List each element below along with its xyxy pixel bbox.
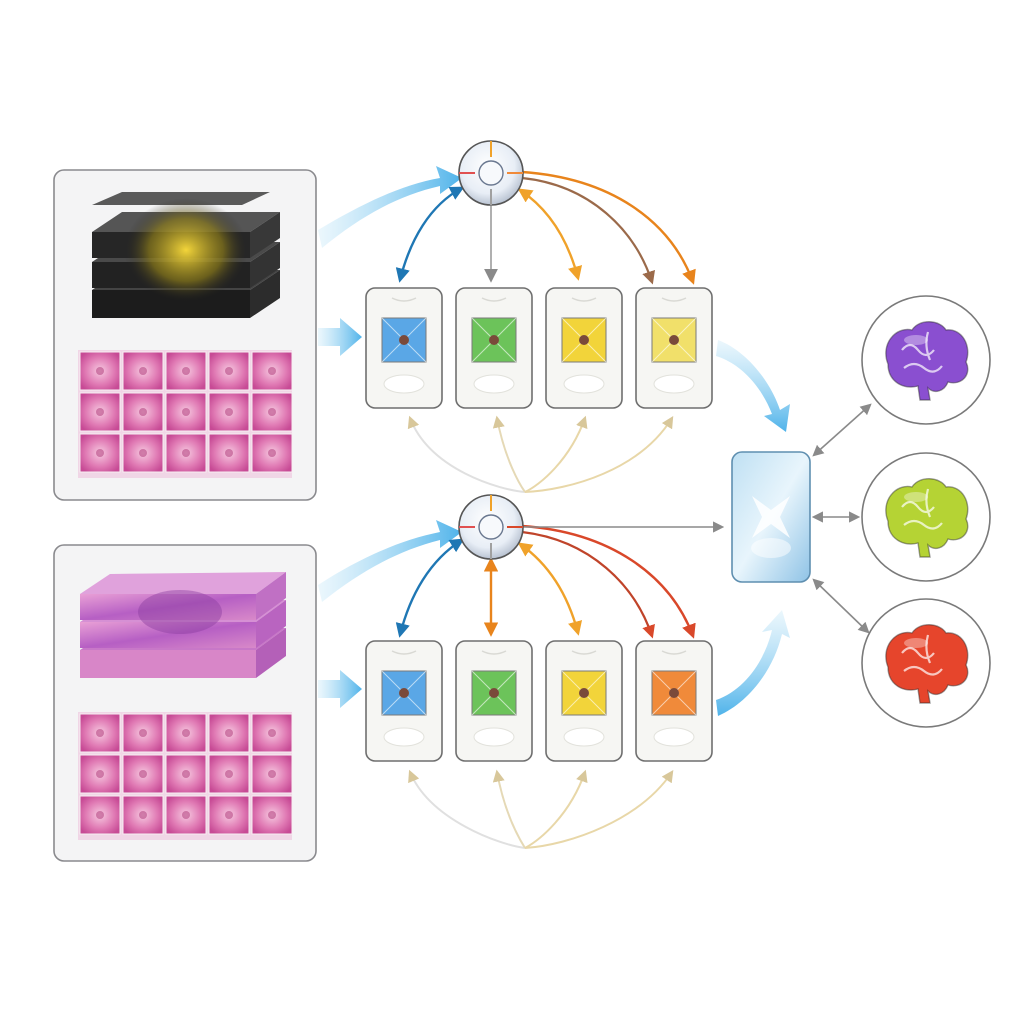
encoder-card — [455, 287, 533, 409]
output-class-node — [861, 598, 991, 728]
feature-map — [381, 317, 427, 363]
encoder-card — [635, 287, 713, 409]
flow-arrows — [318, 166, 790, 716]
encoder-card — [365, 640, 443, 762]
encoder-row-bottom — [365, 494, 725, 849]
encoder-card — [365, 287, 443, 409]
fusion-module — [731, 451, 811, 583]
histology-stack-image — [80, 572, 286, 678]
histology-tile — [208, 795, 250, 835]
histology-tile — [79, 392, 121, 432]
histology-tile — [208, 754, 250, 794]
feature-map — [471, 670, 517, 716]
histology-tile — [208, 351, 250, 391]
histology-tiles-grid — [78, 350, 293, 478]
encoder-card — [635, 640, 713, 762]
histology-tile — [122, 392, 164, 432]
attention-hub — [458, 494, 524, 560]
output-class-node — [861, 452, 991, 582]
feature-map — [561, 670, 607, 716]
histology-tile — [251, 795, 293, 835]
input-panel-bottom — [53, 544, 317, 862]
feature-map — [471, 317, 517, 363]
feature-map — [561, 317, 607, 363]
brain-icon — [885, 624, 969, 704]
histology-tile — [165, 433, 207, 473]
encoder-card — [545, 640, 623, 762]
flow-arrow — [318, 670, 362, 708]
flow-arrow — [318, 166, 462, 248]
flow-arrow — [716, 610, 790, 716]
output-class-node — [861, 295, 991, 425]
histology-tile — [79, 351, 121, 391]
flow-arrow — [318, 318, 362, 356]
histology-tile — [79, 713, 121, 753]
feature-map — [651, 670, 697, 716]
histology-tile — [79, 433, 121, 473]
feature-map — [381, 670, 427, 716]
histology-tile — [251, 351, 293, 391]
encoder-row-top — [365, 140, 713, 493]
histology-tile — [122, 713, 164, 753]
histology-tile — [165, 754, 207, 794]
histology-tile — [122, 351, 164, 391]
attention-hub — [458, 140, 524, 206]
histology-tile — [122, 754, 164, 794]
feature-map — [651, 317, 697, 363]
encoder-card — [455, 640, 533, 762]
histology-tile — [251, 392, 293, 432]
histology-tile — [208, 433, 250, 473]
histology-tile — [251, 754, 293, 794]
histology-tile — [165, 392, 207, 432]
brain-icon — [885, 321, 969, 401]
flow-arrow — [716, 340, 790, 432]
histology-tile — [122, 433, 164, 473]
histology-tile — [251, 433, 293, 473]
flow-arrow — [318, 520, 462, 602]
brain-icon — [885, 478, 969, 558]
histology-tiles-grid — [78, 712, 293, 840]
histology-tile — [251, 713, 293, 753]
histology-tile — [79, 795, 121, 835]
histology-tile — [165, 351, 207, 391]
mri-stack-image — [92, 192, 280, 318]
input-panel-top — [53, 169, 317, 501]
histology-tile — [208, 713, 250, 753]
histology-tile — [208, 392, 250, 432]
histology-tile — [122, 795, 164, 835]
histology-tile — [79, 754, 121, 794]
encoder-card — [545, 287, 623, 409]
histology-tile — [165, 795, 207, 835]
histology-tile — [165, 713, 207, 753]
